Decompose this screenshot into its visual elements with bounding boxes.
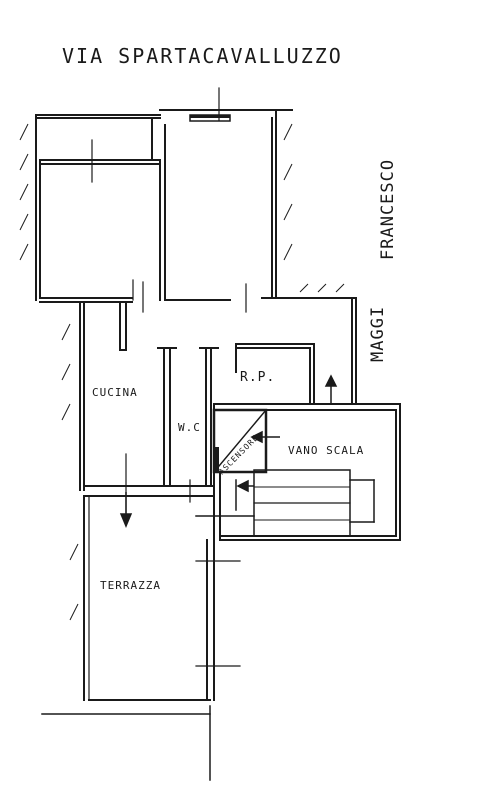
room-label-rp: R.P. [240,370,276,385]
side-street-label-2: MAGGI [368,305,388,362]
hatch-top-3 [335,283,345,293]
hatch-left-10 [69,603,79,621]
hatch-left-3 [19,183,29,201]
hatch-left-7 [61,363,71,381]
room-label-terrazza: TERRAZZA [100,579,161,592]
room-label-vano-scala: VANO SCALA [288,444,365,457]
hatch-top-2 [317,283,327,293]
room-label-wc: W.C [178,421,201,434]
hatch-left-4 [19,213,29,231]
hatch-left-6 [61,323,71,341]
hatch-right-3 [283,203,293,221]
hatch-top-1 [299,283,309,293]
arrow-up-head [324,374,338,387]
arrow-stair-head [236,479,249,493]
elevator-diagonal [212,408,268,474]
hatch-right-1 [283,123,293,141]
window-fill-top [190,115,230,118]
arrow-down-head [119,513,133,528]
hatch-right-2 [283,163,293,181]
hatch-left-5 [19,243,29,261]
street-label: VIA SPARTACAVALLUZZO [62,44,343,68]
hatch-left-9 [69,543,79,561]
side-street-label-1: FRANCESCO [378,158,398,260]
room-label-cucina: CUCINA [92,386,138,399]
elevator-shaft [212,408,268,474]
arrow-elevator-head [250,430,263,444]
hatch-right-4 [283,243,293,261]
hatch-left-8 [61,403,71,421]
hatch-left-2 [19,153,29,171]
hatch-left-1 [19,123,29,141]
elevator-door [214,447,219,471]
